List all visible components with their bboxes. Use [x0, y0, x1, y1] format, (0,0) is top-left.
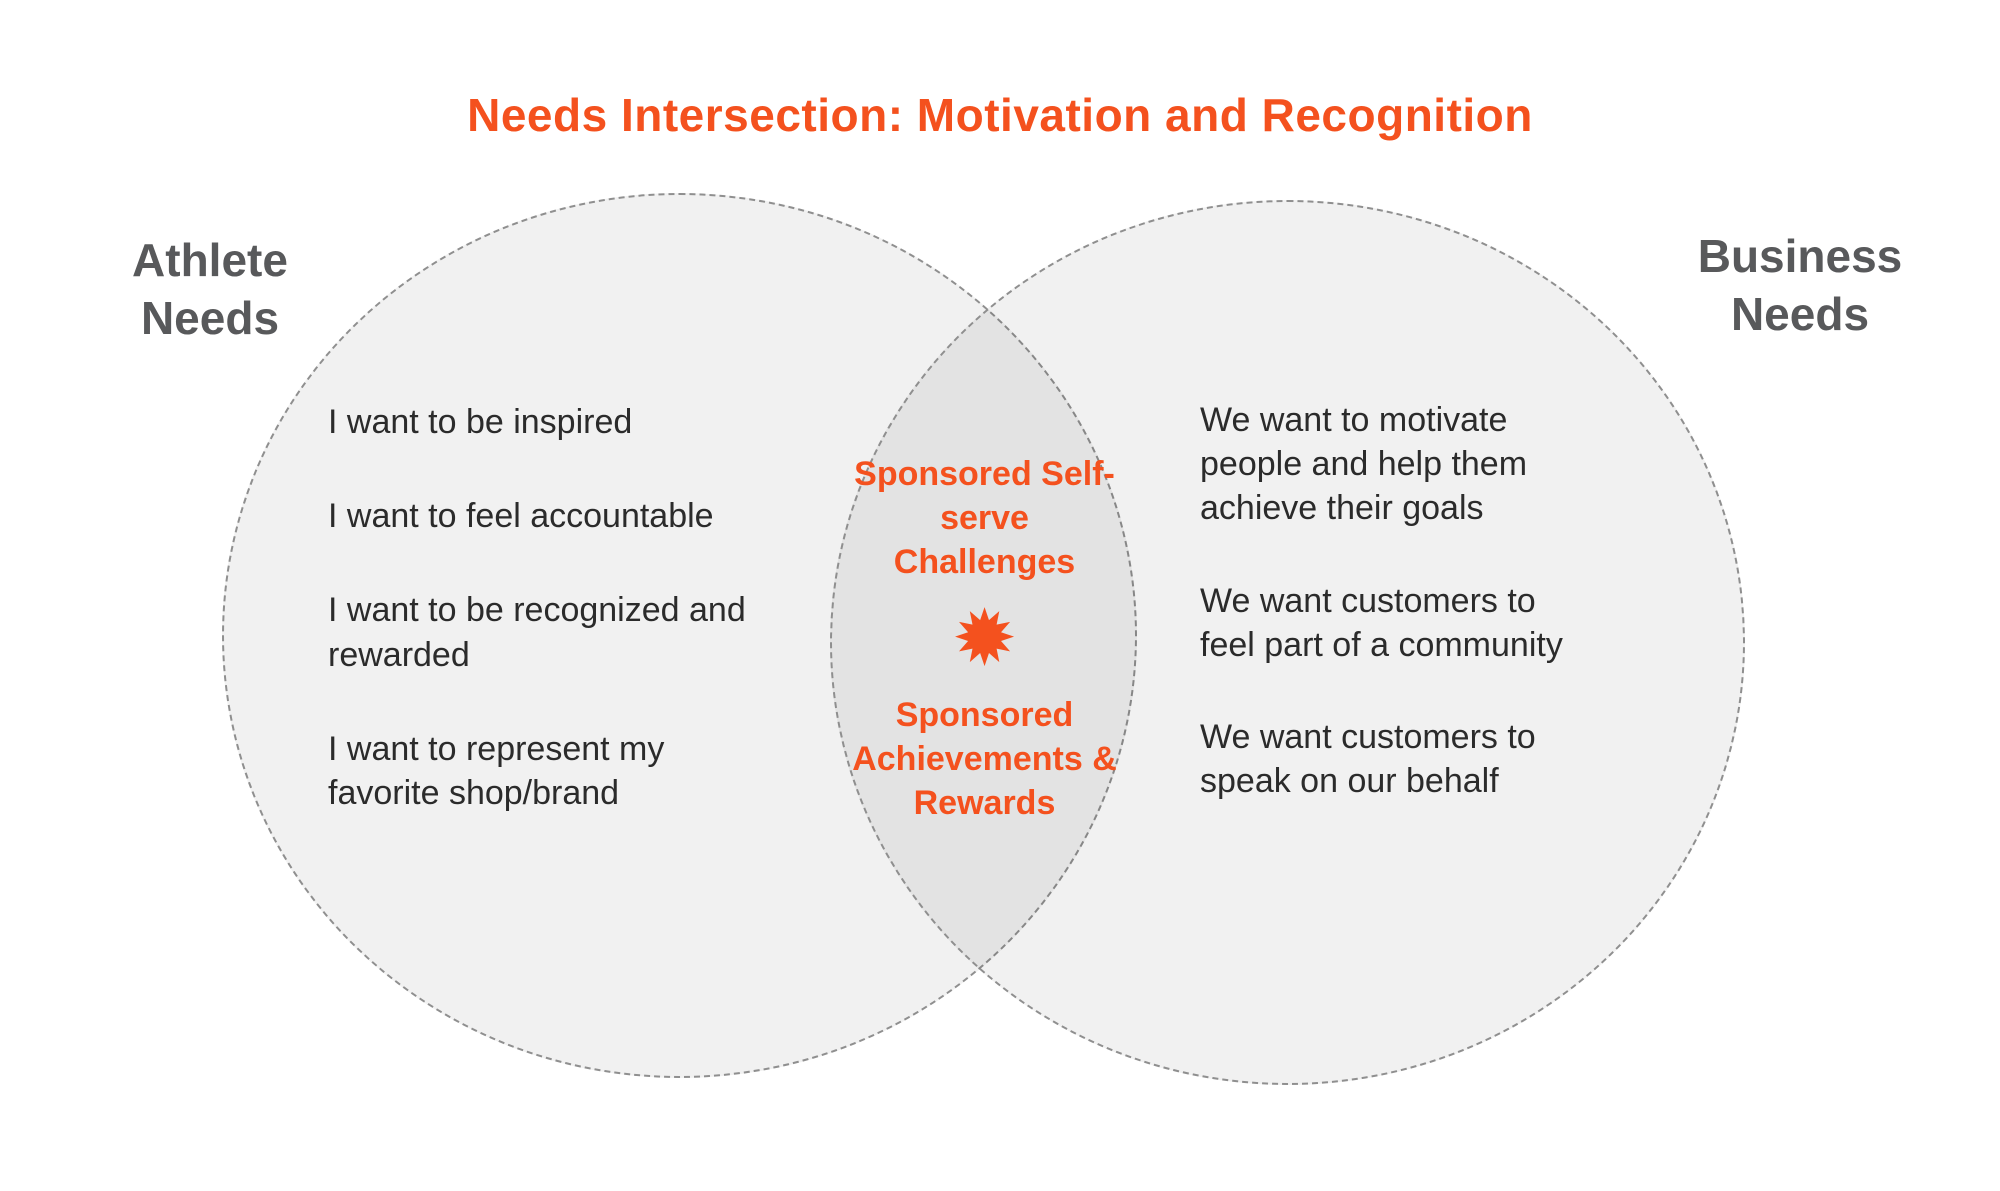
- athlete-need-item: I want to represent my favorite shop/bra…: [328, 729, 665, 812]
- starburst-icon: ✹: [951, 593, 1018, 682]
- business-need-item: We want customers to feel part of a comm…: [1200, 581, 1563, 664]
- business-need-item: We want to motivate people and help them…: [1200, 401, 1528, 528]
- intersection-content: Sponsored Self-serve Challenges ✹ Sponso…: [852, 452, 1117, 825]
- business-needs-circle: [830, 200, 1745, 1085]
- athlete-needs-label: Athlete Needs: [132, 234, 288, 344]
- business-needs-label: Business Needs: [1697, 230, 1903, 340]
- business-needs-items: We want to motivate people and help them…: [1200, 398, 1595, 851]
- business-need-item: We want customers to speak on our behalf: [1200, 717, 1536, 801]
- diagram-title: Needs Intersection: Motivation and Recog…: [467, 89, 1533, 141]
- intersection-top-label: Sponsored Self-serve Challenges: [854, 455, 1115, 582]
- athlete-need-item: I want to be inspired: [328, 403, 633, 441]
- athlete-need-item: I want to be recognized and rewarded: [328, 591, 746, 674]
- athlete-need-item: I want to feel accountable: [328, 497, 714, 536]
- athlete-needs-items: I want to be inspired I want to feel acc…: [328, 400, 773, 865]
- intersection-bottom-label: Sponsored Achievements & Rewards: [852, 695, 1117, 822]
